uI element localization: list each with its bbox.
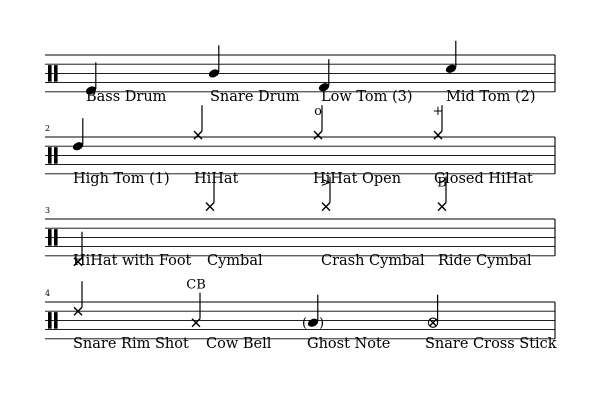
percussion-clef-bar — [48, 229, 52, 246]
note-mark: CB — [186, 278, 206, 293]
ghost-paren-left: ( — [302, 316, 307, 331]
instrument-label: Snare Drum — [210, 89, 300, 105]
instrument-label: Closed HiHat — [434, 171, 533, 187]
note-mark: B — [437, 176, 447, 191]
instrument-label: Cow Bell — [206, 336, 272, 352]
percussion-clef-bar — [54, 229, 58, 246]
instrument-label: Snare Cross Stick — [425, 336, 557, 352]
instrument-label: Crash Cymbal — [321, 253, 425, 269]
system-number: 3 — [45, 206, 50, 215]
notehead-cross — [313, 130, 323, 140]
notehead-filled — [85, 86, 97, 95]
instrument-label: Snare Rim Shot — [73, 336, 189, 352]
note-mark: > — [321, 176, 332, 191]
percussion-clef-bar — [54, 65, 58, 82]
instrument-label: High Tom (1) — [73, 171, 170, 187]
instrument-label: HiHat with Foot — [73, 253, 192, 269]
note-mark: + — [433, 104, 444, 119]
system-number: 2 — [45, 124, 50, 133]
notehead-cross — [205, 202, 215, 212]
instrument-label: Low Tom (3) — [321, 89, 413, 105]
notehead-filled — [318, 83, 330, 92]
notehead-circled-cross — [427, 317, 439, 328]
notehead-filled — [72, 142, 84, 151]
system-number: 4 — [45, 289, 50, 298]
notehead-filled — [208, 69, 220, 78]
notehead-cross — [73, 257, 83, 267]
instrument-label: Ride Cymbal — [438, 253, 532, 269]
instrument-label: HiHat Open — [313, 171, 401, 187]
percussion-clef-bar — [48, 312, 52, 329]
instrument-label: Mid Tom (2) — [446, 89, 536, 105]
notehead-filled — [445, 64, 457, 73]
ghost-paren-right: ) — [319, 316, 324, 331]
percussion-clef-bar — [54, 312, 58, 329]
notehead-cross — [433, 130, 443, 140]
notehead-cross — [437, 202, 447, 212]
notehead-cross — [191, 318, 201, 328]
instrument-label: HiHat — [194, 171, 239, 187]
percussion-clef-bar — [48, 147, 52, 164]
cross-stroke — [429, 319, 437, 327]
note-mark: o — [314, 104, 322, 119]
notehead-cross — [321, 202, 331, 212]
notehead-ghost — [307, 318, 319, 327]
notehead-cross — [193, 130, 203, 140]
percussion-clef-bar — [54, 147, 58, 164]
instrument-label: Bass Drum — [86, 89, 167, 105]
instrument-label: Ghost Note — [307, 336, 390, 352]
notehead-cross — [73, 306, 83, 316]
instrument-label: Cymbal — [207, 253, 263, 269]
percussion-clef-bar — [48, 65, 52, 82]
